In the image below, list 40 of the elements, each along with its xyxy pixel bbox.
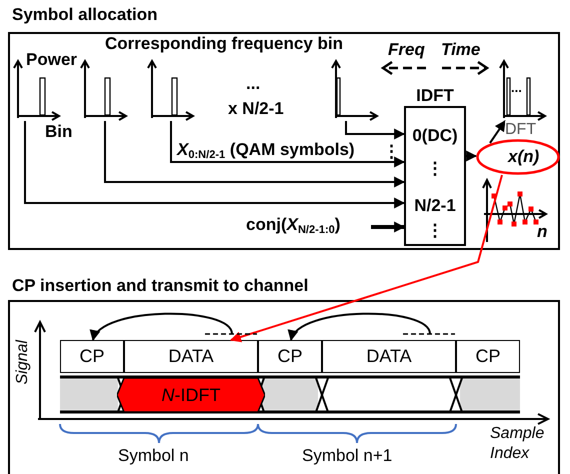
text-label: Sample Index: [490, 424, 546, 464]
arrow: [24, 121, 406, 208]
block-label: N/2-1: [413, 196, 457, 216]
signal-segment: N-IDFT: [117, 378, 265, 412]
text-label: ...: [511, 80, 522, 95]
arrow: [170, 121, 406, 168]
text-label: Time: [441, 40, 480, 60]
arrow: [290, 312, 455, 341]
text-label: x N/2-1: [228, 99, 284, 119]
arrow: [104, 121, 406, 188]
text-label: Symbol n+1: [302, 446, 392, 466]
frame-segment: CP: [60, 340, 124, 373]
text-label: Power: [26, 50, 78, 70]
arrow: [466, 150, 478, 162]
arrow: [230, 174, 503, 342]
block-title: IDFT: [415, 86, 455, 106]
input-label: conj(X$_{N/2-1:0}$): [246, 215, 370, 241]
arrow: [345, 121, 406, 140]
text-label: Bin: [45, 122, 72, 142]
text-label: ...: [246, 74, 260, 94]
frame-segment: DATA: [322, 340, 456, 373]
arrow: [489, 120, 506, 144]
panel-title: Symbol allocation: [12, 5, 158, 25]
edge-label: X$_{0:N/2-1}$ (QAM symbols): [177, 140, 355, 160]
frame-segment: DATA: [124, 340, 258, 373]
text-label: Signal: [14, 340, 32, 384]
signal-label: x(n): [508, 147, 540, 167]
text-label: n: [537, 222, 548, 242]
arrow: [371, 222, 406, 232]
text-label: Corresponding frequency bin: [105, 34, 344, 54]
text-label: Freq: [388, 40, 425, 60]
text-label: Symbol n: [118, 446, 189, 466]
frame-segment: CP: [258, 340, 322, 373]
block-label: ⋮: [426, 220, 444, 241]
arrow: [92, 312, 257, 341]
text-label: ⋮: [383, 141, 400, 162]
frame-segment: CP: [456, 340, 520, 373]
block-label: ⋮: [426, 158, 444, 179]
block-label: 0(DC): [411, 126, 459, 146]
panel-title: CP insertion and transmit to channel: [12, 276, 308, 296]
